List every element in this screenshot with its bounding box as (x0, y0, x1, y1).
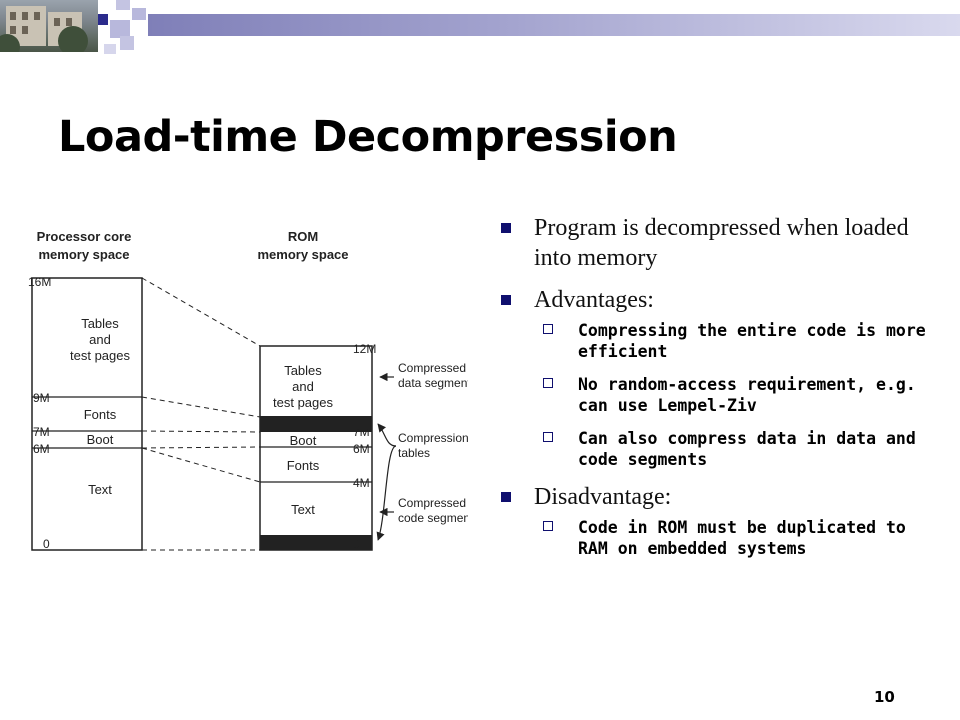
processor-header-line-2: memory space (38, 247, 129, 262)
right-seg-fonts: Fonts (287, 458, 320, 473)
annotation-compressed-code-1: Compressed (398, 496, 466, 510)
bullet-item: Program is decompressed when loaded into… (498, 213, 938, 273)
header-photo (0, 0, 98, 52)
annotation-compression-tables-1: Compression (398, 431, 468, 445)
left-tick-16m: 16M (28, 275, 51, 289)
bullet-item: Advantages: Compressing the entire code … (498, 285, 938, 470)
bullet-text: Advantages: (534, 287, 654, 313)
annotation-compression-tables-2: tables (398, 446, 430, 460)
header-bar (148, 14, 960, 36)
sub-bullet-list: Compressing the entire code is more effi… (534, 320, 938, 470)
right-seg-tables-3: test pages (273, 395, 333, 410)
right-seg-tables-1: Tables (284, 363, 322, 378)
square-bullet-icon (501, 223, 511, 233)
left-tick-9m: 9M (33, 391, 50, 405)
left-seg-boot: Boot (87, 432, 114, 447)
sub-bullet-text: Code in ROM must be duplicated to RAM on… (578, 518, 906, 558)
square-bullet-icon (501, 492, 511, 502)
sub-bullet-text: No random-access requirement, e.g. can u… (578, 375, 916, 415)
rom-header-line-1: ROM (288, 229, 318, 244)
compressed-data-band (260, 416, 372, 432)
processor-memory-column (31, 277, 143, 551)
rom-header-line-2: memory space (257, 247, 348, 262)
deco-square (104, 44, 116, 54)
right-tick-12m: 12M (353, 342, 376, 356)
right-seg-boot: Boot (290, 433, 317, 448)
bullet-list: Program is decompressed when loaded into… (498, 213, 938, 571)
compressed-code-band (260, 535, 372, 550)
left-seg-text: Text (88, 482, 112, 497)
hollow-square-bullet-icon (543, 521, 553, 531)
slide-title: Load-time Decompression (58, 112, 678, 162)
brace-compression-tables (377, 423, 397, 447)
right-tick-7m: 7M (353, 425, 370, 439)
sub-bullet-item: Code in ROM must be duplicated to RAM on… (534, 517, 938, 559)
right-seg-text: Text (291, 502, 315, 517)
hollow-square-bullet-icon (543, 378, 553, 388)
hollow-square-bullet-icon (543, 324, 553, 334)
page-number: 10 (874, 688, 895, 706)
left-seg-tables-1: Tables (81, 316, 119, 331)
annotation-compressed-code-2: code segment (398, 511, 468, 525)
deco-square (120, 36, 134, 50)
deco-square (110, 20, 130, 38)
annotation-compressed-data-2: data segment (398, 376, 468, 390)
right-tick-4m: 4M (353, 476, 370, 490)
sub-bullet-item: Can also compress data in data and code … (534, 428, 938, 470)
left-tick-0: 0 (43, 537, 50, 551)
processor-header-line-1: Processor core (37, 229, 132, 244)
left-seg-tables-3: test pages (70, 348, 130, 363)
right-tick-0: 0 (353, 537, 360, 551)
left-tick-6m: 6M (33, 442, 50, 456)
right-tick-6m: 6M (353, 442, 370, 456)
square-bullet-icon (501, 295, 511, 305)
memory-diagram: Processor core memory space ROM memory s… (28, 229, 468, 551)
annotation-compressed-data-1: Compressed (398, 361, 466, 375)
sub-bullet-list: Code in ROM must be duplicated to RAM on… (534, 517, 938, 559)
sub-bullet-text: Compressing the entire code is more effi… (578, 321, 926, 361)
sub-bullet-item: Compressing the entire code is more effi… (534, 320, 938, 362)
left-tick-7m: 7M (33, 425, 50, 439)
bullet-text: Program is decompressed when loaded into… (534, 215, 909, 271)
sub-bullet-text: Can also compress data in data and code … (578, 429, 916, 469)
deco-square (132, 8, 146, 20)
hollow-square-bullet-icon (543, 432, 553, 442)
bullet-text: Disadvantage: (534, 484, 672, 510)
left-seg-fonts: Fonts (84, 407, 117, 422)
sub-bullet-item: No random-access requirement, e.g. can u… (534, 374, 938, 416)
left-seg-tables-2: and (89, 332, 111, 347)
deco-square (98, 14, 108, 25)
right-seg-tables-2: and (292, 379, 314, 394)
deco-square (116, 0, 130, 10)
bullet-item: Disadvantage: Code in ROM must be duplic… (498, 482, 938, 559)
